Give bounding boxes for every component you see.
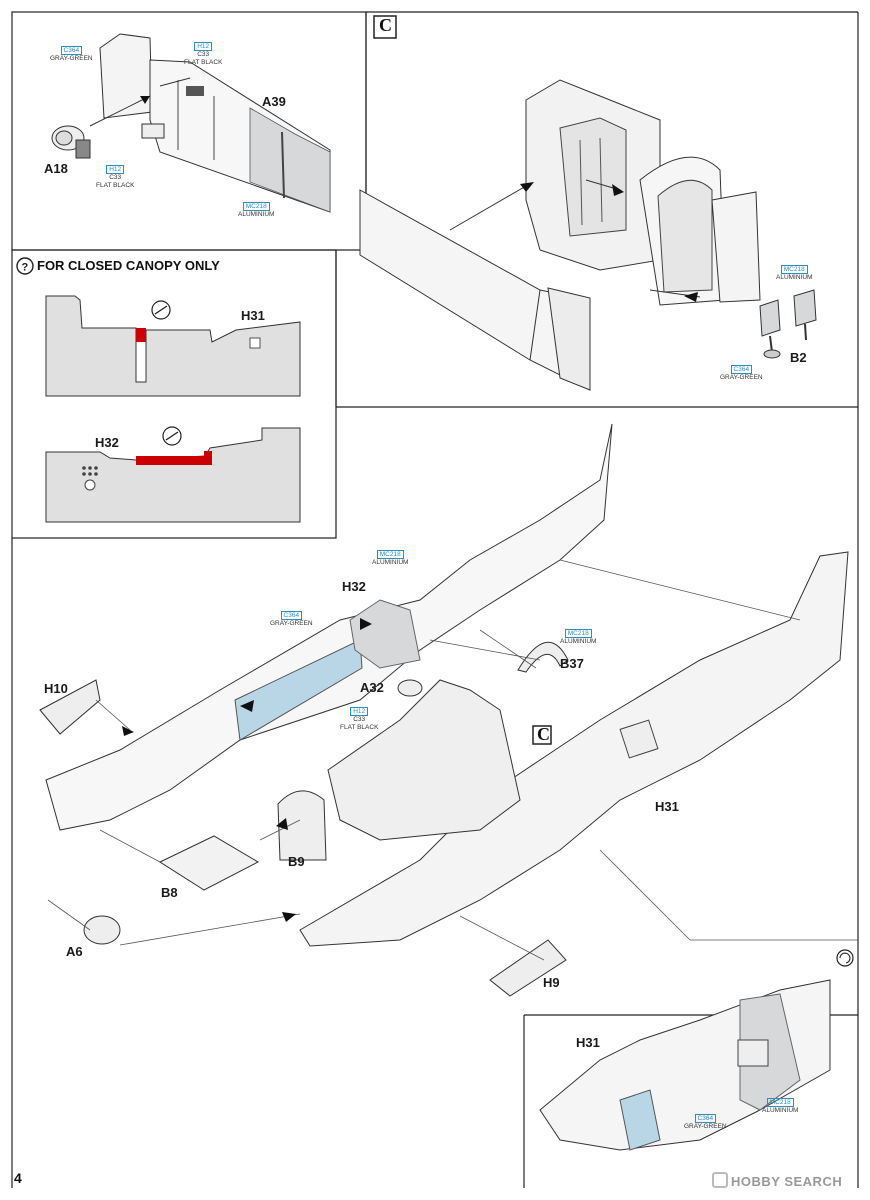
main-assembly bbox=[39, 423, 858, 997]
notice-title: FOR CLOSED CANOPY ONLY bbox=[37, 258, 220, 273]
part-label-h31-notice: H31 bbox=[241, 308, 265, 323]
panel-c-cockpit bbox=[359, 15, 817, 391]
part-label-a32: A32 bbox=[360, 680, 384, 695]
part-label-b37: B37 bbox=[560, 656, 584, 671]
part-b2-shape bbox=[759, 289, 817, 359]
part-label-a6: A6 bbox=[66, 944, 83, 959]
part-a6-shape bbox=[83, 915, 121, 945]
part-label-h31: H31 bbox=[655, 799, 679, 814]
panel-closed-canopy: ? bbox=[16, 257, 301, 523]
subassembly-marker-c-main: C bbox=[537, 724, 550, 744]
part-label-b8: B8 bbox=[161, 885, 178, 900]
page-number: 4 bbox=[14, 1170, 22, 1186]
part-label-h32-notice: H32 bbox=[95, 435, 119, 450]
part-a18-shape bbox=[51, 125, 91, 159]
watermark: HOBBY SEARCH bbox=[712, 1172, 842, 1189]
part-label-h32: H32 bbox=[342, 579, 366, 594]
part-b8-shape bbox=[158, 835, 260, 891]
part-label-a18: A18 bbox=[44, 161, 68, 176]
part-b9-shape bbox=[277, 790, 327, 861]
watermark-text: HOBBY SEARCH bbox=[731, 1174, 843, 1189]
question-mark-glyph: ? bbox=[22, 262, 29, 274]
panel-a39-sidewall bbox=[51, 33, 331, 213]
part-h10-shape bbox=[39, 679, 101, 735]
subassembly-marker-c: C bbox=[379, 15, 392, 35]
panel-detail-h31 bbox=[539, 949, 854, 1151]
cut-mark-red bbox=[136, 456, 212, 465]
rotate-view-icon bbox=[836, 949, 854, 967]
part-label-h10: H10 bbox=[44, 681, 68, 696]
part-label-b2: B2 bbox=[790, 350, 807, 365]
part-label-b9: B9 bbox=[288, 854, 305, 869]
part-a32-shape bbox=[397, 679, 423, 697]
cut-mark-red bbox=[136, 328, 146, 342]
question-icon bbox=[16, 257, 34, 275]
part-h9-shape bbox=[489, 939, 567, 997]
panel-frames bbox=[11, 11, 859, 1188]
part-label-h31-detail: H31 bbox=[576, 1035, 600, 1050]
part-label-h9: H9 bbox=[543, 975, 560, 990]
part-label-a39: A39 bbox=[262, 94, 286, 109]
watermark-logo-icon bbox=[712, 1172, 728, 1188]
